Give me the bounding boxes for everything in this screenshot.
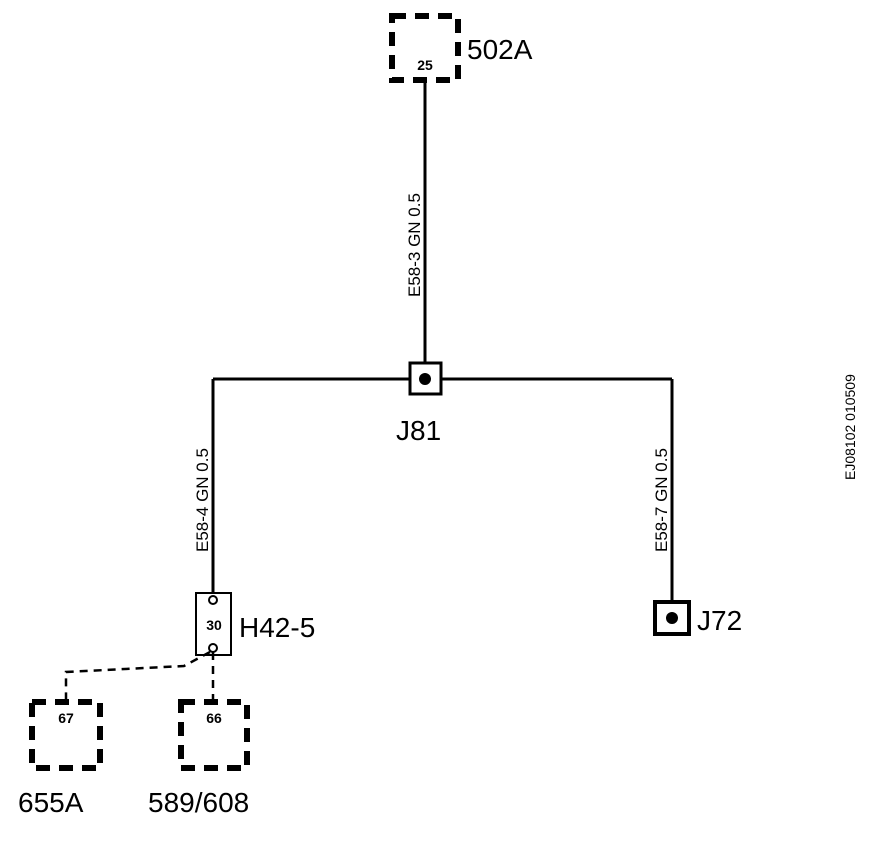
splice-j81: J81 bbox=[396, 361, 443, 446]
diagram-reference-code: EJ08102 010509 bbox=[842, 374, 858, 480]
ground-j72: J72 bbox=[653, 600, 742, 636]
connector-655a-box bbox=[29, 699, 103, 771]
wire-e58-3-label: E58-3 GN 0.5 bbox=[405, 193, 424, 297]
wire-e58-4-label: E58-4 GN 0.5 bbox=[193, 448, 212, 552]
component-h42-5: 30 H42-5 bbox=[195, 592, 315, 656]
connector-589-608-label: 589/608 bbox=[148, 787, 249, 818]
connector-655a: 67 655A bbox=[18, 699, 103, 818]
connector-655a-pin: 67 bbox=[58, 710, 74, 726]
ground-j72-label: J72 bbox=[697, 605, 742, 636]
connector-589-608-box bbox=[178, 699, 250, 771]
component-h42-5-label: H42-5 bbox=[239, 612, 315, 643]
splice-j81-label: J81 bbox=[396, 415, 441, 446]
wire-e58-7-label: E58-7 GN 0.5 bbox=[652, 448, 671, 552]
component-h42-5-top-terminal bbox=[208, 595, 218, 605]
connector-589-608: 66 589/608 bbox=[148, 699, 250, 818]
dashed-wire-to-655a bbox=[64, 650, 211, 700]
ground-j72-dot bbox=[666, 612, 678, 624]
connector-502a-label: 502A bbox=[467, 34, 533, 65]
splice-j81-dot bbox=[419, 373, 431, 385]
connector-502a: 25 502A bbox=[389, 13, 533, 83]
component-h42-5-bottom-terminal bbox=[208, 643, 218, 653]
connector-589-608-pin: 66 bbox=[206, 710, 222, 726]
connector-655a-label: 655A bbox=[18, 787, 84, 818]
connector-502a-pin: 25 bbox=[417, 57, 433, 73]
splice-j81-box bbox=[408, 361, 443, 396]
component-h42-5-pin: 30 bbox=[206, 617, 222, 633]
